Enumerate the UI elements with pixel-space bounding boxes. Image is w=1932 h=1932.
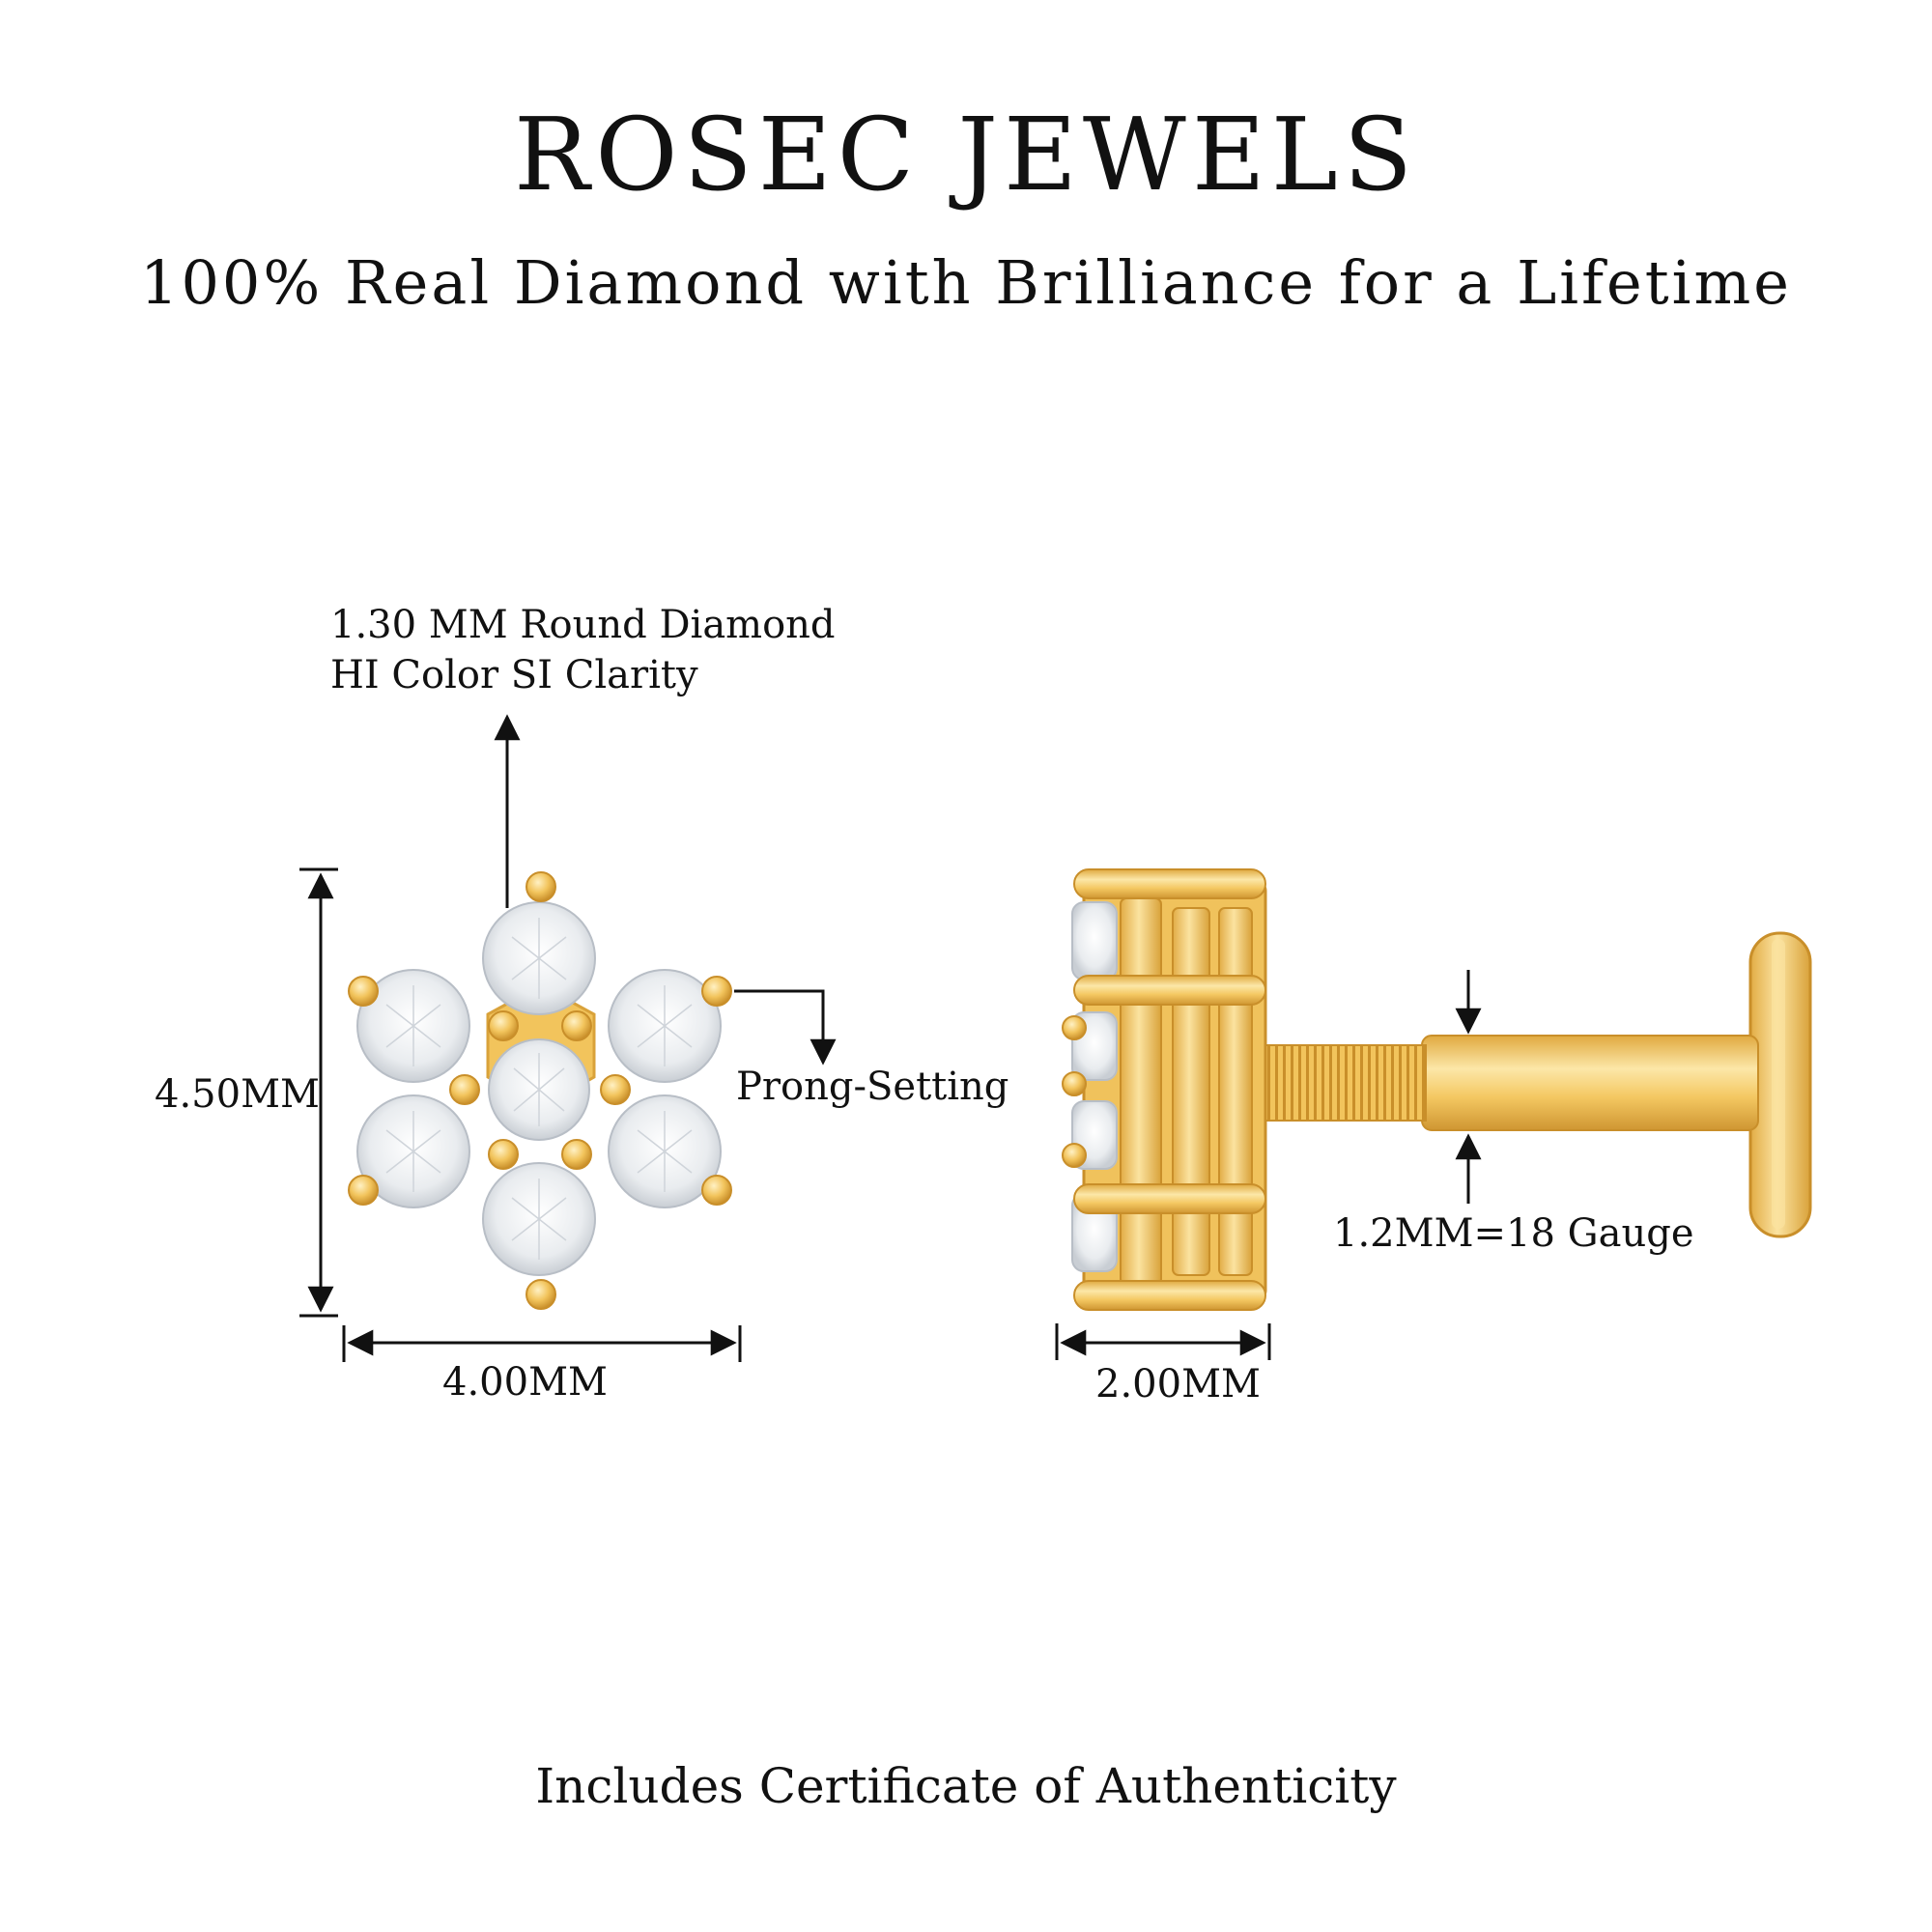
diamond-spec-quality: HI Color SI Clarity [330, 653, 698, 697]
depth-dimension-label: 2.00MM [1095, 1362, 1261, 1406]
height-dimension [299, 867, 338, 1318]
width-dimension [342, 1325, 742, 1362]
gauge-label: 1.2MM=18 Gauge [1333, 1211, 1694, 1256]
post-bar [1421, 1035, 1759, 1131]
prong-setting-label: Prong-Setting [736, 1065, 1009, 1109]
threaded-section [1264, 1044, 1427, 1122]
prong-beads [348, 871, 732, 1310]
side-prongs [1120, 897, 1253, 1286]
diamond-spec-size: 1.30 MM Round Diamond [330, 603, 836, 647]
side-prong-caps [1073, 868, 1266, 1311]
width-dimension-label: 4.00MM [442, 1360, 608, 1405]
depth-dimension [1055, 1323, 1271, 1360]
tagline: 100% Real Diamond with Brilliance for a … [140, 247, 1792, 318]
prong-leader-arrow [734, 989, 837, 1065]
brand-title: ROSEC JEWELS [513, 96, 1419, 213]
facet-lines [385, 918, 693, 1260]
certificate-note: Includes Certificate of Authenticity [535, 1758, 1397, 1814]
stud-side-view [1062, 868, 1812, 1311]
height-dimension-label: 4.50MM [155, 1072, 320, 1117]
flower-front-view [348, 871, 732, 1310]
